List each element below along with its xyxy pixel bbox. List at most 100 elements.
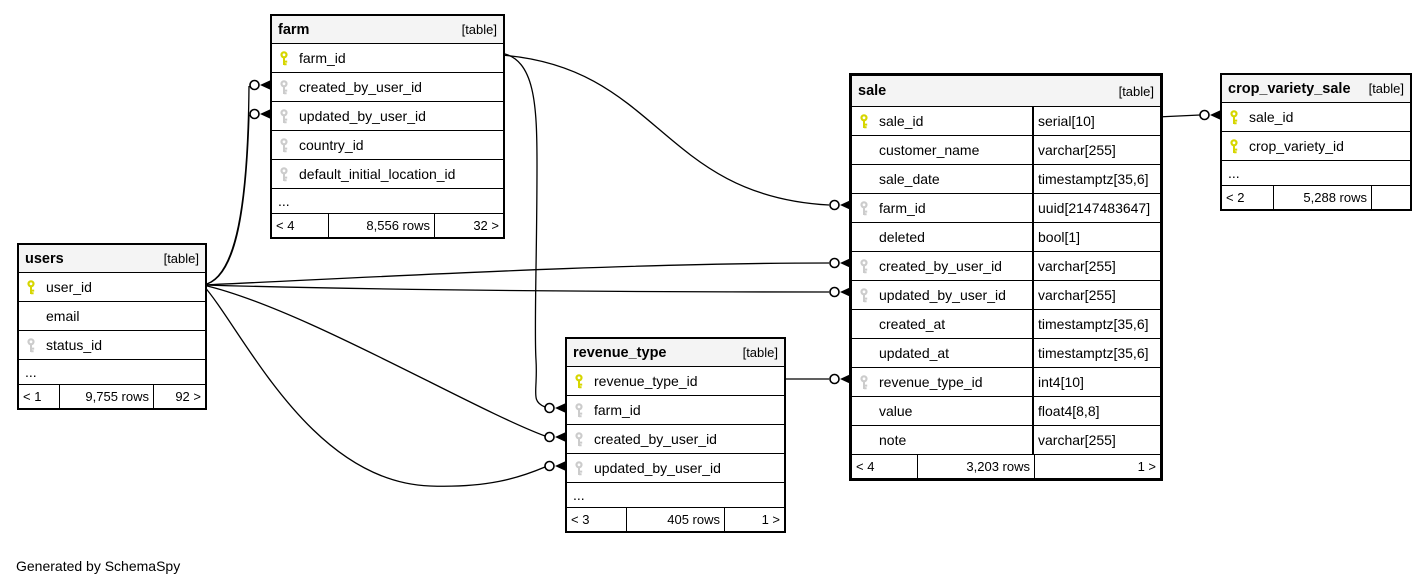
hidden-columns-row: ... <box>1222 160 1410 185</box>
column-row-default_initial_location_id: default_initial_location_id <box>272 159 503 188</box>
table-header-revenue_type[interactable]: revenue_type [table] <box>567 339 784 366</box>
fk-arrowhead-icon <box>555 460 567 472</box>
column-row-created_by_user_id: created_by_user_id <box>567 424 784 453</box>
foreign-key-icon <box>860 258 868 273</box>
children-count: 32 > <box>473 218 499 233</box>
relation-users-user_id-to-sale-created_by_user_id <box>202 257 852 286</box>
relation-revenue_type-revenue_type_id-to-sale-revenue_type_id <box>782 373 852 385</box>
column-type: timestamptz[35,6] <box>1032 165 1160 193</box>
column-name: deleted <box>879 229 925 245</box>
table-header-users[interactable]: users [table] <box>19 245 205 272</box>
column-type: float4[8,8] <box>1032 397 1160 425</box>
table-header-farm[interactable]: farm [table] <box>272 16 503 43</box>
fk-circle-icon <box>249 108 260 120</box>
column-type: int4[10] <box>1032 368 1160 396</box>
relation-farm-farm_id-to-sale-farm_id <box>500 54 852 211</box>
fk-arrowhead-icon <box>260 108 272 120</box>
table-header-sale[interactable]: sale[table] <box>852 76 1160 106</box>
table-type-badge: [table] <box>461 22 497 37</box>
foreign-key-icon <box>860 374 868 389</box>
row-count: 5,288 rows <box>1274 186 1372 209</box>
column-row-user_id: user_id <box>19 272 205 301</box>
relation-users-user_id-to-sale-updated_by_user_id <box>202 284 852 298</box>
hidden-columns-row: ... <box>272 188 503 213</box>
column-row-updated_by_user_id: updated_by_user_id <box>272 101 503 130</box>
fk-circle-icon <box>544 402 555 414</box>
table-name[interactable]: users <box>25 250 64 267</box>
fk-circle-icon <box>544 460 555 472</box>
foreign-key-icon <box>280 79 288 94</box>
column-name: sale_id <box>1249 109 1294 125</box>
column-row-email: email <box>19 301 205 330</box>
table-type-badge: [table] <box>163 251 199 266</box>
fk-circle-icon <box>544 431 555 443</box>
foreign-key-icon <box>860 200 868 215</box>
relation-users-user_id-to-farm-created_by_user_id <box>202 79 272 286</box>
foreign-key-icon <box>27 337 35 352</box>
column-type: varchar[255] <box>1032 426 1160 454</box>
column-name: created_by_user_id <box>879 258 1002 274</box>
relation-users-user_id-to-revenue_type-updated_by_user_id <box>202 284 567 487</box>
column-name: default_initial_location_id <box>299 166 456 182</box>
no-key-spacer <box>858 317 870 332</box>
hidden-columns-row: ... <box>567 482 784 507</box>
fk-arrowhead-icon <box>555 431 567 443</box>
table-name[interactable]: revenue_type <box>573 344 667 361</box>
column-row-revenue_type_id: revenue_type_id <box>567 366 784 395</box>
ellipsis-label: ... <box>573 487 585 503</box>
foreign-key-icon <box>575 431 583 446</box>
foreign-key-icon <box>575 460 583 475</box>
table-revenue_type[interactable]: revenue_type [table] revenue_type_id farm_i… <box>565 337 786 533</box>
column-name: sale_date <box>879 171 940 187</box>
column-type: uuid[2147483647] <box>1032 194 1160 222</box>
table-type-badge: [table] <box>1368 81 1404 96</box>
children-count <box>1372 186 1410 209</box>
table-crop_variety_sale[interactable]: crop_variety_sale [table] sale_id crop_vari… <box>1220 73 1412 211</box>
column-row-status_id: status_id <box>19 330 205 359</box>
column-row-crop_variety_id: crop_variety_id <box>1222 131 1410 160</box>
table-type-badge: [table] <box>742 345 778 360</box>
parents-count: < 3 <box>567 508 627 531</box>
primary-key-icon <box>1230 138 1238 153</box>
ellipsis-label: ... <box>25 364 37 380</box>
column-name: country_id <box>299 137 364 153</box>
column-row-created_by_user_id: created_by_user_id <box>272 72 503 101</box>
primary-key-icon <box>280 50 288 65</box>
foreign-key-icon <box>280 137 288 152</box>
column-name: farm_id <box>879 200 926 216</box>
column-row-farm_id: farm_id <box>567 395 784 424</box>
column-name: sale_id <box>879 113 924 129</box>
fk-circle-icon <box>829 199 840 211</box>
table-name[interactable]: sale <box>858 83 887 99</box>
column-name: user_id <box>46 279 92 295</box>
column-type: timestamptz[35,6] <box>1032 310 1160 338</box>
column-row-note: note varchar[255] <box>852 425 1160 454</box>
fk-circle-icon <box>829 286 840 298</box>
primary-key-icon <box>1230 109 1238 124</box>
column-name: farm_id <box>594 402 641 418</box>
column-name: note <box>879 432 907 448</box>
column-name: created_by_user_id <box>299 79 422 95</box>
column-name: revenue_type_id <box>594 373 698 389</box>
no-key-spacer <box>858 346 870 361</box>
table-name[interactable]: farm <box>278 21 310 38</box>
fk-arrowhead-icon <box>1210 109 1222 121</box>
table-header-crop_variety_sale[interactable]: crop_variety_sale [table] <box>1222 75 1410 102</box>
column-type: timestamptz[35,6] <box>1032 339 1160 367</box>
table-name[interactable]: crop_variety_sale <box>1228 80 1351 97</box>
